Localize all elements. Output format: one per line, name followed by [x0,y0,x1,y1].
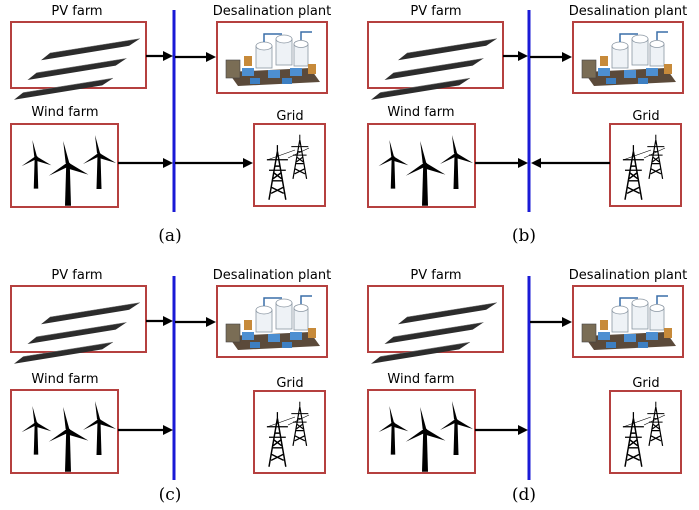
grid-box [253,390,326,474]
arrowhead [562,317,572,327]
arrowhead [243,158,253,168]
panel-a: PV farm Wind farm Desalination plant Gri… [10,4,331,246]
desalination-plant-label: Desalination plant [569,268,687,283]
pv-farm-label: PV farm [51,4,102,19]
arrowhead [163,316,173,326]
desalination-plant-label: Desalination plant [569,4,687,19]
arrowhead [562,52,572,62]
panel-caption: (c) [159,485,182,505]
panel-caption: (d) [512,485,536,505]
desalination-plant-label: Desalination plant [213,4,331,19]
arrowhead [531,158,541,168]
pv-farm-label: PV farm [410,4,461,19]
grid-box [609,390,682,474]
grid-box [609,123,682,207]
panel-caption: (a) [158,226,181,246]
pv-farm-label: PV farm [51,268,102,283]
arrowhead [163,158,173,168]
arrowhead [518,51,528,61]
arrowhead [518,158,528,168]
grid-box [253,123,326,207]
grid-label: Grid [632,109,659,124]
panel-c: PV farm Wind farm Desalination plant Gri… [10,268,331,505]
wind-farm-label: Wind farm [387,105,454,120]
arrowhead [206,52,216,62]
panel-caption: (b) [512,226,536,246]
pv-farm-label: PV farm [410,268,461,283]
grid-label: Grid [276,109,303,124]
arrowhead [163,425,173,435]
grid-label: Grid [276,376,303,391]
wind-farm-label: Wind farm [31,105,98,120]
desalination-plant-label: Desalination plant [213,268,331,283]
panel-d: PV farm Wind farm Desalination plant Gri… [367,268,687,505]
grid-label: Grid [632,376,659,391]
wind-farm-label: Wind farm [387,372,454,387]
panel-b: PV farm Wind farm Desalination plant Gri… [367,4,687,246]
arrowhead [518,425,528,435]
wind-farm-label: Wind farm [31,372,98,387]
arrowhead [206,317,216,327]
arrowhead [163,51,173,61]
